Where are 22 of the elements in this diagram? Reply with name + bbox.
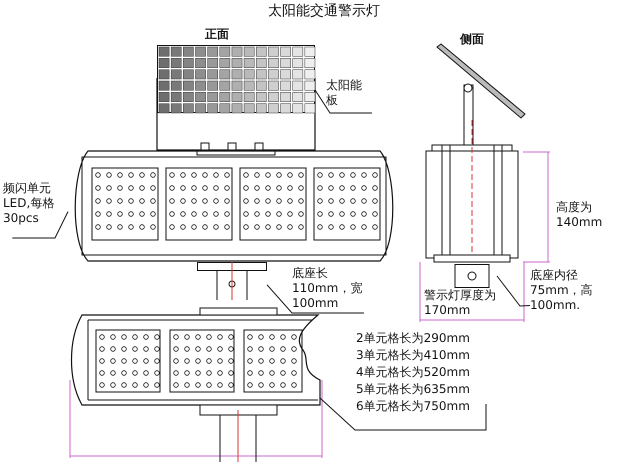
solar-panel-drawing xyxy=(157,45,315,113)
callout-text: 底座内径75mm，高100mm. xyxy=(530,268,608,320)
spec-text: 3单元格长为410mm xyxy=(356,347,471,364)
callout-text: 频闪单元LED,每格30pcs xyxy=(3,181,65,238)
leader-line xyxy=(266,284,364,314)
callout-text: 太阳能板 xyxy=(326,78,372,113)
spec-text: 5单元格长为635mm xyxy=(356,381,471,398)
lamp-housing-drawing xyxy=(70,308,322,462)
spec-text: 6单元格长为750mm xyxy=(356,398,471,415)
spec-text: 2单元格长为290mm xyxy=(356,330,471,347)
view-label: 正面 xyxy=(205,27,230,42)
view-label: 侧面 xyxy=(460,32,485,47)
callout-text: 底座长110mm，宽100mm xyxy=(292,266,364,313)
diagram-title: 太阳能交通警示灯 xyxy=(268,4,381,21)
leader-line xyxy=(12,211,68,238)
leader-line xyxy=(496,276,530,307)
dimension-text: 警示灯厚度为170mm xyxy=(424,288,497,318)
leader-line xyxy=(314,89,372,114)
spec-text: 4单元格长为520mm xyxy=(356,364,471,381)
leader-line xyxy=(320,398,486,430)
mounting-base-drawing xyxy=(197,262,267,300)
dimension-text: 高度为140mm xyxy=(556,200,604,230)
